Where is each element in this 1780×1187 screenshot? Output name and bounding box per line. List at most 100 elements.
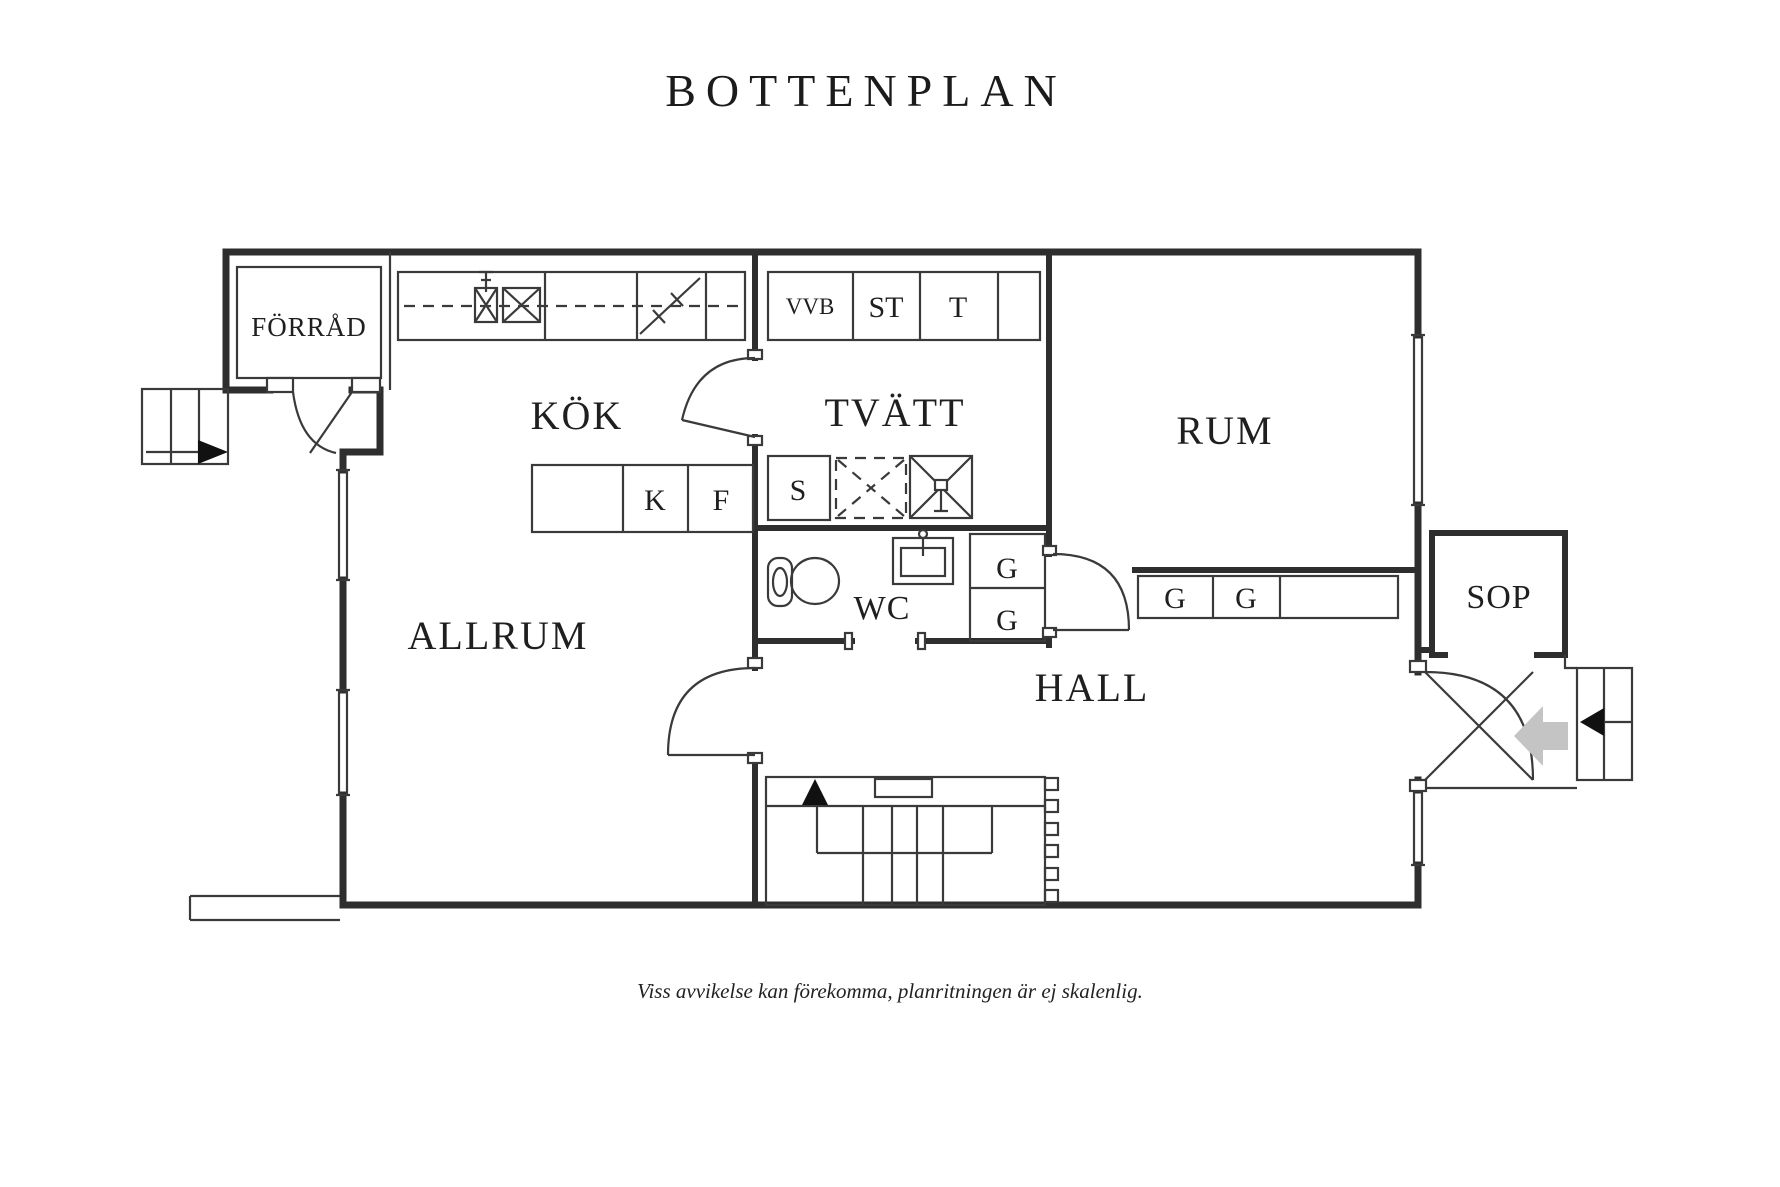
freezer-label: F bbox=[713, 484, 730, 517]
room-sop: SOP bbox=[1415, 530, 1568, 658]
allrum-door-swing bbox=[666, 666, 756, 756]
kok-door-swing bbox=[680, 356, 756, 421]
room-wc: WC bbox=[766, 528, 955, 651]
toilet-bowl-icon bbox=[789, 556, 841, 606]
entry-door-leaf-2 bbox=[1424, 671, 1534, 781]
tvatt-sink-faucet-stem bbox=[934, 490, 948, 513]
rum-door-swing bbox=[1052, 552, 1131, 631]
tvatt-machine-dashed-box bbox=[834, 456, 908, 520]
room-label-kok: KÖK bbox=[531, 393, 624, 438]
stairs-left bbox=[140, 387, 230, 466]
dryer-label: T bbox=[949, 291, 967, 324]
fridge-label: K bbox=[644, 484, 666, 517]
page-title: BOTTENPLAN bbox=[665, 65, 1067, 116]
staircase-balustrade bbox=[1043, 776, 1060, 904]
room-label-tvatt: TVÄTT bbox=[824, 390, 965, 435]
allrum-door-jamb-top bbox=[746, 656, 764, 670]
tvatt-sink-box bbox=[908, 454, 974, 520]
kok-sink-left-cross bbox=[474, 287, 498, 323]
wc-door-jamb-right bbox=[916, 631, 927, 651]
kok-door-jamb-bottom bbox=[746, 434, 764, 447]
steps-right bbox=[1575, 666, 1634, 782]
wall-vestibule bbox=[339, 386, 384, 456]
kok-sink-right bbox=[501, 286, 542, 324]
staircase-main bbox=[764, 775, 1060, 907]
staircase-outline bbox=[764, 775, 1047, 907]
wardrobe-label-4: G bbox=[1235, 582, 1257, 615]
staircase-up-arrow-icon bbox=[802, 779, 828, 805]
wardrobe-label-1: G bbox=[996, 552, 1018, 585]
allrum-door bbox=[666, 656, 764, 765]
room-rum: RUM G G bbox=[1041, 408, 1400, 639]
tvatt-cabinet-dividers bbox=[851, 272, 1000, 340]
forrad-door-swing bbox=[291, 391, 337, 455]
kok-counter-top bbox=[396, 270, 747, 342]
kok-door-leaf bbox=[681, 418, 756, 439]
disclaimer-caption: Viss avvikelse kan förekomma, planritnin… bbox=[637, 979, 1143, 1003]
room-label-sop: SOP bbox=[1466, 579, 1531, 616]
sop-walls bbox=[1429, 530, 1568, 658]
forrad-door-leaf bbox=[309, 391, 353, 454]
entry-arrow-gray-icon bbox=[1514, 706, 1568, 766]
wc-sink-faucet-head bbox=[917, 528, 929, 540]
room-label-wc: WC bbox=[854, 590, 911, 627]
tvatt-s-box bbox=[766, 454, 832, 522]
room-kok: KÖK K F bbox=[396, 270, 764, 534]
kok-faucet-icon bbox=[479, 270, 493, 292]
stairs-left-outline bbox=[140, 387, 230, 466]
tvatt-cabinet-row bbox=[766, 270, 1042, 342]
wc-door-jamb-left bbox=[843, 631, 854, 651]
room-tvatt: TVÄTT VVB ST T S bbox=[766, 270, 1042, 522]
water-heater-label: VVB bbox=[786, 294, 835, 319]
toilet-tank-icon bbox=[766, 556, 794, 608]
entry-porch bbox=[1408, 655, 1577, 793]
entry-arrow-left-icon bbox=[198, 440, 228, 464]
porch-slab-edge bbox=[1418, 655, 1577, 790]
steps-right-lines bbox=[1602, 668, 1632, 780]
kok-counter-low-dividers bbox=[621, 465, 690, 532]
entry-arrow-right-icon bbox=[1580, 708, 1604, 736]
cabinet-st-label: ST bbox=[868, 291, 903, 324]
kok-sink-right-cross bbox=[502, 287, 541, 323]
toilet-button-icon bbox=[771, 566, 789, 598]
baluster bbox=[1043, 798, 1060, 814]
entry-door-jamb-bottom bbox=[1408, 778, 1428, 793]
entry-door-swing bbox=[1424, 670, 1535, 781]
wardrobe-label-3: G bbox=[1164, 582, 1186, 615]
wardrobe-column: G G bbox=[968, 532, 1047, 643]
rum-wardrobe-dividers bbox=[1211, 576, 1282, 618]
baluster bbox=[1043, 843, 1060, 859]
staircase-treads bbox=[815, 806, 994, 905]
window-east-rum bbox=[1411, 333, 1425, 507]
exterior-walls bbox=[222, 248, 1422, 909]
room-label-allrum: ALLRUM bbox=[408, 613, 589, 658]
window-east-hall bbox=[1411, 788, 1425, 867]
kok-stove-icon bbox=[639, 277, 701, 335]
room-label-rum: RUM bbox=[1176, 408, 1273, 453]
staircase-handrail-box bbox=[873, 777, 934, 799]
rum-door-jamb-bottom bbox=[1041, 626, 1058, 639]
allrum-door-jamb-bottom bbox=[746, 751, 764, 765]
window-west-upper bbox=[336, 468, 350, 582]
baluster bbox=[1043, 888, 1060, 904]
rum-wardrobe-row bbox=[1136, 574, 1400, 620]
tvatt-s-label: S bbox=[790, 474, 807, 507]
forrad-door-jamb-right bbox=[350, 376, 382, 394]
room-forrad: FÖRRÅD bbox=[235, 265, 383, 455]
interior-walls bbox=[388, 249, 1421, 908]
rum-door-jamb-top bbox=[1041, 544, 1058, 557]
room-label-hall: HALL bbox=[1035, 665, 1150, 710]
terrace-edge bbox=[188, 894, 340, 922]
baluster bbox=[1043, 866, 1060, 882]
wardrobe-label-2: G bbox=[996, 604, 1018, 637]
room-label-forrad: FÖRRÅD bbox=[251, 312, 367, 342]
baluster bbox=[1043, 821, 1060, 837]
tvatt-machine-dashed-cross bbox=[837, 459, 905, 517]
baluster bbox=[1043, 776, 1060, 792]
forrad-door-jamb-left bbox=[265, 376, 295, 394]
entry-door-jamb-top bbox=[1408, 659, 1428, 674]
window-west-lower bbox=[336, 688, 350, 797]
forrad-inner-box bbox=[235, 265, 383, 380]
